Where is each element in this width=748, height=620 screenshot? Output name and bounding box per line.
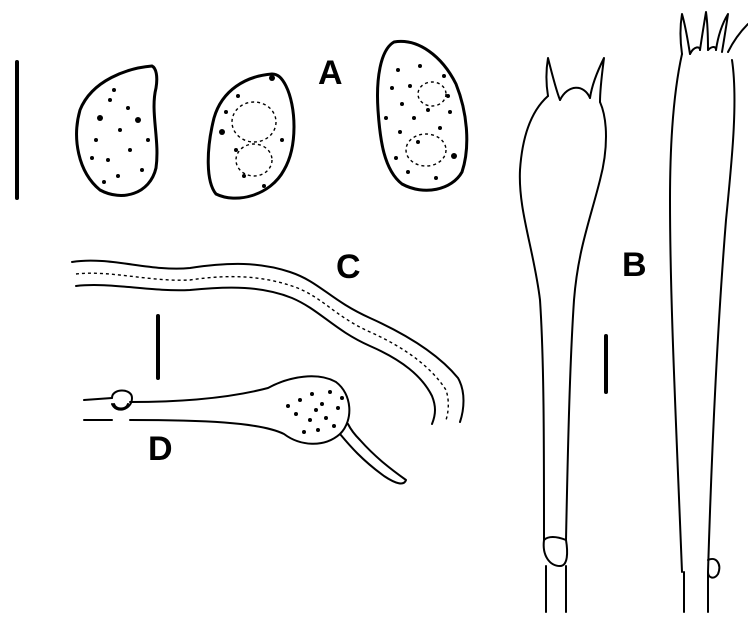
basidium-2 [670,12,748,612]
basidium-1 [520,58,606,612]
panel-a-spores [17,41,467,198]
spore-2 [208,74,294,198]
spore-3 [378,41,467,190]
panel-label-d: D [148,432,173,466]
panel-d-cell [84,376,406,483]
panel-c-hypha [72,261,464,424]
spore-1 [77,66,157,195]
panel-label-a: A [318,56,343,90]
panel-label-c: C [336,250,361,284]
panel-label-b: B [622,248,647,282]
panel-b-basidia [520,12,748,612]
